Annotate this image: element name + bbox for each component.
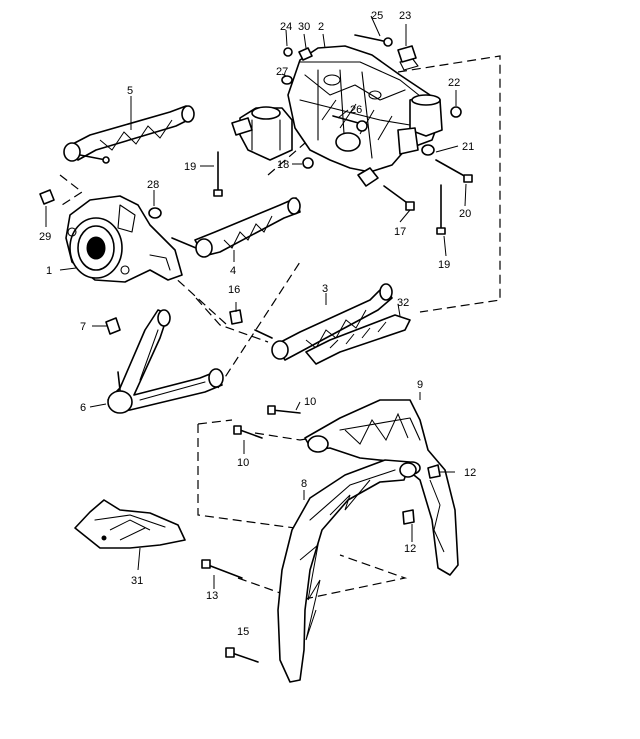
callout-13: 13 <box>206 590 218 602</box>
callout-9: 9 <box>417 379 423 391</box>
nut-18 <box>302 157 314 169</box>
callout-1: 1 <box>46 265 52 277</box>
nut-27 <box>281 75 293 85</box>
callout-12-lower: 12 <box>404 543 416 555</box>
callout-2: 2 <box>318 21 324 33</box>
callout-20: 20 <box>459 208 471 220</box>
callout-21: 21 <box>462 141 474 153</box>
clip-23 <box>397 45 417 63</box>
leader-lines <box>45 15 467 589</box>
callout-28: 28 <box>147 179 159 191</box>
nut-24 <box>283 47 293 57</box>
bolt-link-5 <box>79 154 107 161</box>
callout-19-right: 19 <box>438 259 450 271</box>
carrier-stud <box>171 237 197 249</box>
bolt-20 <box>435 159 469 179</box>
stud-6 <box>117 371 121 391</box>
callout-10-lower: 10 <box>237 457 249 469</box>
callout-6: 6 <box>80 402 86 414</box>
callout-7: 7 <box>80 321 86 333</box>
callout-4: 4 <box>230 265 236 277</box>
callout-3: 3 <box>322 283 328 295</box>
callout-24: 24 <box>280 21 292 33</box>
cover-32 <box>305 314 411 365</box>
nut-22 <box>450 106 462 118</box>
callout-22: 22 <box>448 77 460 89</box>
lower-arm-6 <box>105 309 224 414</box>
callout-26: 26 <box>350 104 362 116</box>
bolt-10-lower <box>239 429 263 439</box>
callout-18: 18 <box>277 159 289 171</box>
shield-31 <box>74 499 186 549</box>
link-4 <box>194 197 301 258</box>
callout-15: 15 <box>237 626 249 638</box>
rear-crossmember <box>231 45 443 187</box>
nut-12-lower <box>402 509 415 525</box>
nut-7 <box>105 317 121 335</box>
callout-29: 29 <box>39 231 51 243</box>
callout-16: 16 <box>228 284 240 296</box>
callout-25: 25 <box>371 10 383 22</box>
callout-5: 5 <box>127 85 133 97</box>
brace-9 <box>233 399 459 576</box>
bolt-25 <box>354 34 389 43</box>
wheel-carrier-1 <box>39 189 197 283</box>
callout-12-upper: 12 <box>464 467 476 479</box>
callout-numbers: 1 2 3 4 5 6 7 8 9 10 10 12 12 13 15 16 1… <box>39 10 476 638</box>
callout-23: 23 <box>399 10 411 22</box>
nut-29 <box>39 189 55 205</box>
bolt-10-upper <box>271 409 301 414</box>
nut-16 <box>229 309 243 325</box>
link-3 <box>229 283 411 365</box>
upper-link-5 <box>63 105 195 164</box>
callout-30: 30 <box>298 21 310 33</box>
nut-12-upper <box>427 464 441 479</box>
crossmember-fasteners <box>213 34 473 235</box>
bolt-13 <box>207 564 243 579</box>
callout-19-left: 19 <box>184 161 196 173</box>
washer-30 <box>298 47 313 61</box>
callout-27: 27 <box>276 66 288 78</box>
callout-32: 32 <box>397 297 409 309</box>
bolt-15 <box>231 652 259 663</box>
callout-10-upper: 10 <box>304 396 316 408</box>
callout-31: 31 <box>131 575 143 587</box>
callout-17: 17 <box>394 226 406 238</box>
bolt-26 <box>332 115 363 125</box>
bolt-link-3 <box>254 329 273 339</box>
callout-8: 8 <box>301 478 307 490</box>
nut-28 <box>148 207 162 219</box>
brace-8 <box>201 459 417 683</box>
